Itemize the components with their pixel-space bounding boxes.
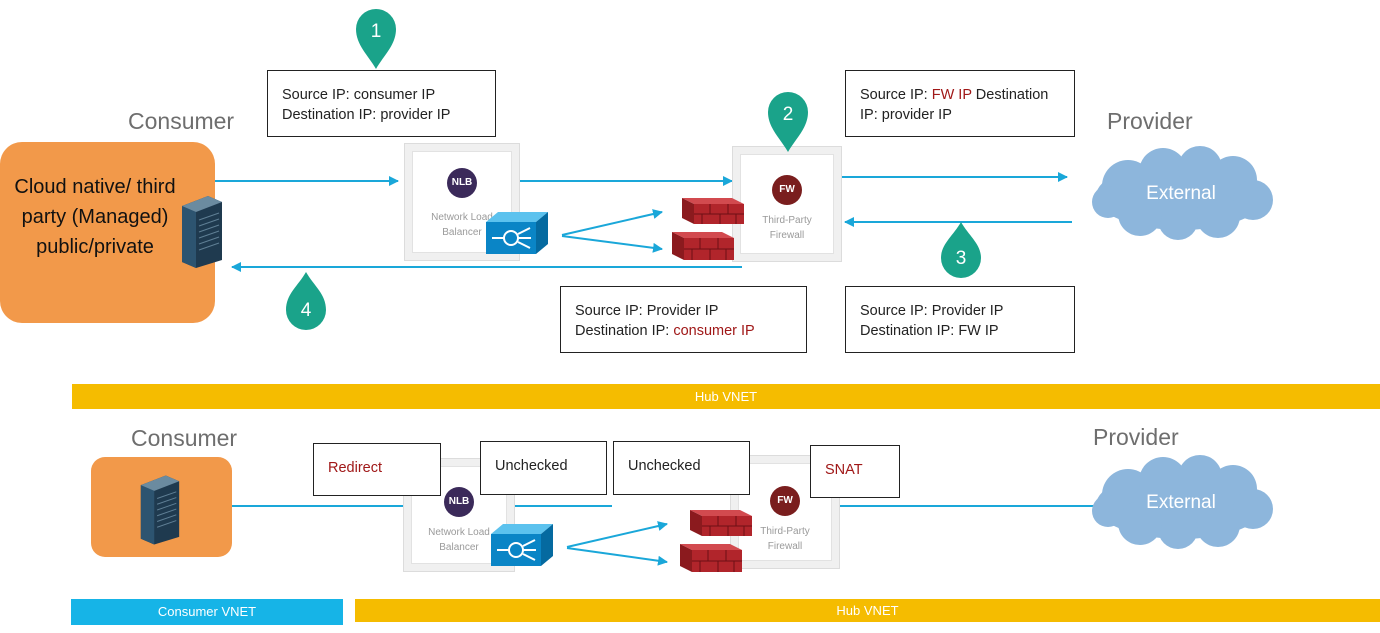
redirect-text: Redirect (328, 460, 382, 476)
step-marker-3-number: 3 (956, 248, 967, 269)
bottom-nlb-badge: NLB (444, 487, 474, 517)
info-box-3-line2: Destination IP: consumer IP (575, 321, 792, 341)
info-box-2-line1: Source IP: FW IP Destination (860, 85, 1060, 105)
info-box-step-3: Source IP: Provider IP Destination IP: F… (845, 286, 1075, 353)
arrow-lb-to-fw-upper (561, 209, 663, 236)
snat-box: SNAT (810, 445, 900, 498)
top-nlb-card: NLB Network Load Balancer (404, 143, 520, 261)
bottom-arrow-lb-to-fw-upper (566, 521, 668, 548)
bottom-arrow-lb-to-fw-lower (566, 547, 668, 566)
hub-vnet-bar-top: Hub VNET (72, 384, 1380, 409)
info-box-3-red: consumer IP (673, 323, 755, 339)
info-box-step-2: Source IP: FW IP Destination IP: provide… (845, 70, 1075, 137)
nlb-label-line2: Balancer (442, 227, 482, 238)
step-marker-2-number: 2 (783, 104, 794, 125)
nlb-label-line1: Network Load (431, 212, 493, 223)
info-box-1-line2: Destination IP: provider IP (282, 107, 451, 123)
bottom-fw-badge: FW (770, 486, 800, 516)
unchecked-text-2: Unchecked (628, 458, 701, 474)
bottom-fw-label-line1: Third-Party (760, 526, 810, 537)
fw-label-line1: Third-Party (762, 215, 812, 226)
unchecked-box-1: Unchecked (480, 441, 607, 495)
step-marker-1-number: 1 (371, 21, 382, 42)
info-box-1-line1: Source IP: consumer IP (282, 87, 436, 103)
info-box-3-prefix: Destination IP: (575, 323, 674, 339)
bottom-fw-label-line2: Firewall (767, 541, 803, 552)
external-cloud-icon: External (1092, 146, 1273, 240)
consumer-app-box: Cloud native/ third party (Managed) publ… (0, 142, 222, 323)
bottom-external-cloud-icon: External (1092, 455, 1273, 549)
step-marker-4-number: 4 (301, 300, 312, 321)
info-box-2-suffix: Destination (971, 87, 1049, 103)
load-balancer-icon (486, 212, 548, 254)
external-label-bottom: External (1146, 492, 1216, 513)
bottom-provider-label: Provider (1093, 424, 1179, 450)
consumer-small-box (91, 457, 232, 557)
info-box-4-line2: Destination IP: FW IP (860, 323, 999, 339)
unchecked-text-1: Unchecked (495, 458, 568, 474)
bottom-load-balancer-icon (491, 524, 553, 566)
unchecked-box-2: Unchecked (613, 441, 750, 495)
firewall-icon (672, 198, 744, 260)
server-icon (182, 196, 222, 268)
bottom-firewall-icon (680, 510, 752, 572)
fw-badge: FW (772, 175, 802, 205)
external-label-top: External (1146, 183, 1216, 204)
info-box-step-4: Source IP: Provider IP Destination IP: c… (560, 286, 807, 353)
info-box-3-line1: Source IP: Provider IP (575, 303, 719, 319)
nlb-badge: NLB (447, 168, 477, 198)
info-box-step-1: Source IP: consumer IP Destination IP: p… (267, 70, 496, 137)
top-provider-label: Provider (1107, 108, 1193, 134)
hub-vnet-bar-bottom: Hub VNET (355, 599, 1380, 622)
step-marker-1: 1 (356, 9, 396, 69)
step-marker-4: 4 (286, 272, 326, 330)
bottom-consumer-label: Consumer (131, 425, 238, 451)
step-marker-2: 2 (768, 92, 808, 152)
top-fw-card: FW Third-Party Firewall (732, 146, 842, 262)
consumer-vnet-bar: Consumer VNET (71, 599, 343, 625)
consumer-app-text: Cloud native/ third party (Managed) publ… (14, 176, 176, 258)
server-icon-bottom (140, 475, 180, 545)
arrow-lb-to-fw-lower (561, 235, 663, 253)
top-consumer-label: Consumer (128, 108, 235, 134)
step-marker-3: 3 (941, 222, 981, 278)
info-box-2-red: FW IP (931, 87, 972, 103)
info-box-2-line2: IP: provider IP (860, 107, 952, 123)
redirect-box: Redirect (313, 443, 441, 496)
info-box-4-line1: Source IP: Provider IP (860, 303, 1004, 319)
bottom-nlb-label-line2: Balancer (439, 542, 479, 553)
snat-text: SNAT (825, 462, 863, 478)
info-box-2-prefix: Source IP: (860, 87, 932, 103)
bottom-nlb-label-line1: Network Load (428, 527, 490, 538)
fw-label-line2: Firewall (769, 230, 805, 241)
